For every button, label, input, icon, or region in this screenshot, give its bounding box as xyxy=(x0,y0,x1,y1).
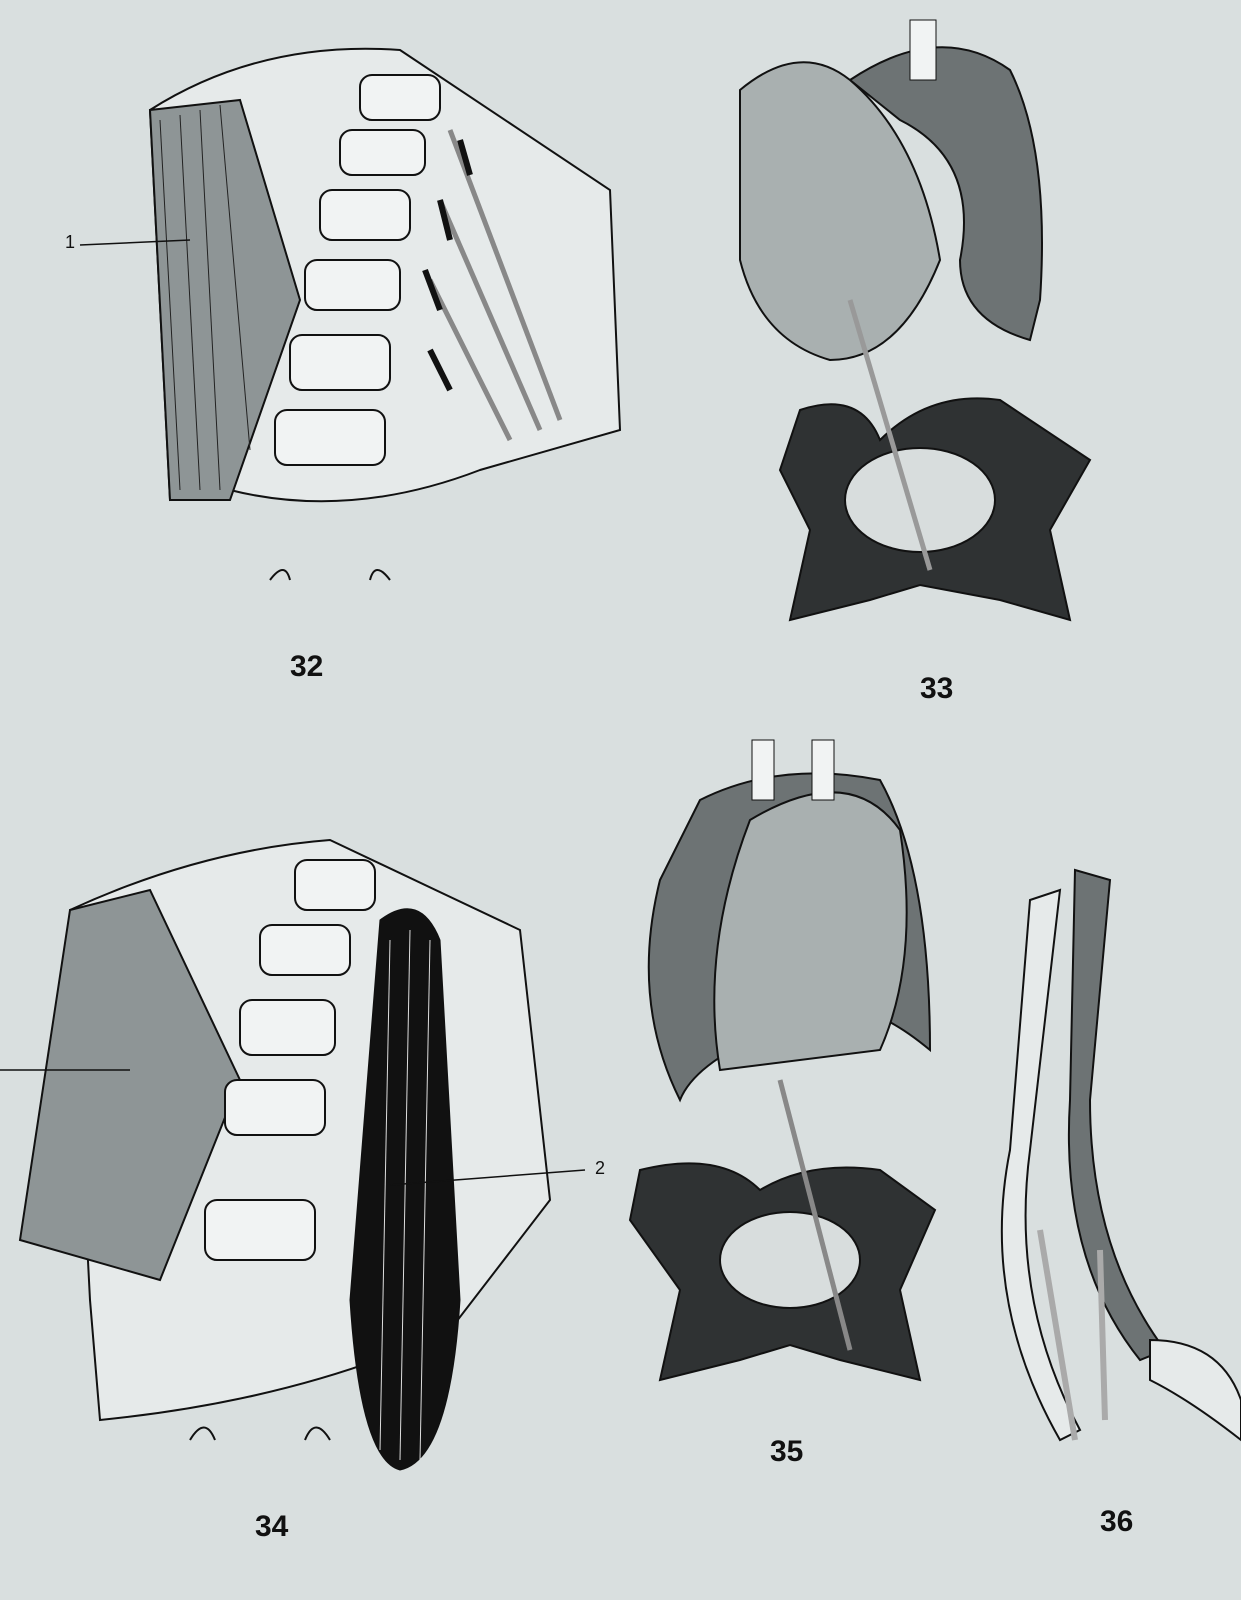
figure-33-number: 33 xyxy=(920,672,954,705)
figure-35-number: 35 xyxy=(770,1435,804,1468)
figure-32-label-1: 1 xyxy=(65,232,76,252)
figure-36-number: 36 xyxy=(1100,1505,1134,1538)
figure-36-illustration xyxy=(1000,868,1241,1442)
figure-32-number: 32 xyxy=(290,650,324,683)
figure-33-illustration xyxy=(739,19,1092,622)
figure-34-label-2: 2 xyxy=(595,1158,606,1178)
figure-35-illustration xyxy=(628,739,937,1382)
figure-34-number: 34 xyxy=(255,1510,289,1543)
figure-34-illustration xyxy=(0,838,586,1471)
figure-32-illustration xyxy=(79,47,622,581)
